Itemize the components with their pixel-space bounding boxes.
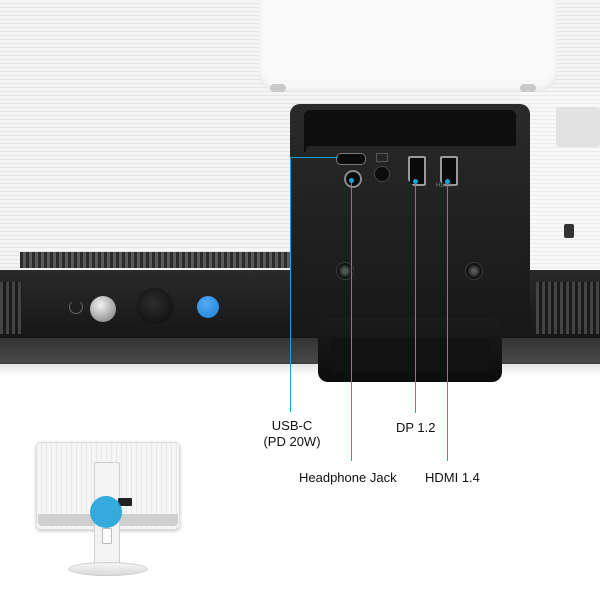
usb-c-leader bbox=[290, 157, 291, 412]
power-icon bbox=[69, 300, 83, 314]
thumbnail-cable-slot bbox=[102, 528, 112, 544]
bezel-edge bbox=[0, 338, 600, 364]
dp-dot bbox=[413, 179, 418, 184]
vesa-hole bbox=[270, 84, 286, 92]
headphone-dot bbox=[349, 178, 354, 183]
thumbnail-ports bbox=[118, 498, 132, 506]
usb-c-leader bbox=[290, 157, 338, 158]
usb-c-symbol-icon bbox=[376, 153, 388, 162]
headphone-label: Headphone Jack bbox=[299, 470, 397, 485]
vent-left bbox=[0, 282, 22, 334]
usb-c-label: USB-C (PD 20W) bbox=[252, 418, 332, 450]
screw bbox=[465, 262, 483, 280]
usb-c-port bbox=[336, 153, 366, 165]
kensington-lock-slot bbox=[564, 224, 574, 238]
stand-recess bbox=[304, 110, 516, 152]
thumbnail-highlight bbox=[90, 496, 122, 528]
shadow bbox=[0, 362, 600, 376]
stand-mount-slot bbox=[262, 0, 554, 80]
dc-port bbox=[374, 166, 390, 182]
power-button bbox=[90, 296, 116, 322]
dp-label: DP 1.2 bbox=[396, 420, 436, 435]
stand-base-cover-inner bbox=[330, 338, 490, 372]
joystick-icon bbox=[138, 290, 172, 324]
displayport-port bbox=[408, 156, 426, 186]
menu-key-icon bbox=[197, 296, 219, 318]
dp-leader bbox=[415, 181, 416, 413]
hdmi-port-tag: HDMI bbox=[436, 183, 452, 189]
hdmi-label: HDMI 1.4 bbox=[425, 470, 480, 485]
right-slot bbox=[556, 107, 600, 147]
thumbnail-base bbox=[68, 562, 148, 576]
usb-c-label-line1: USB-C bbox=[271, 418, 313, 433]
usb-c-label-line2: (PD 20W) bbox=[263, 434, 321, 449]
hdmi-dot bbox=[445, 179, 450, 184]
vent-grill bbox=[20, 252, 292, 268]
vesa-hole bbox=[520, 84, 536, 92]
vent-right bbox=[536, 282, 600, 334]
hdmi-port bbox=[440, 156, 458, 186]
screw bbox=[336, 262, 354, 280]
hdmi-leader bbox=[447, 181, 448, 461]
headphone-leader bbox=[351, 181, 352, 461]
